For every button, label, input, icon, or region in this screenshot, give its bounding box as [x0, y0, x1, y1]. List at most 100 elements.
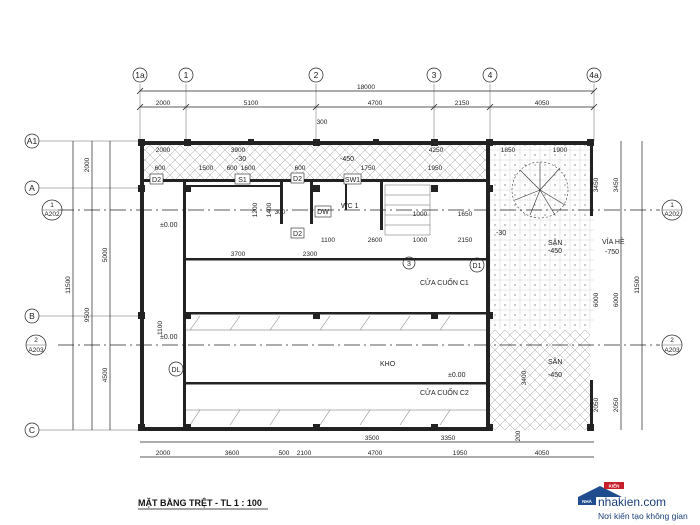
inner-dim: 600 — [155, 165, 166, 172]
level-mark: -450 — [548, 372, 562, 379]
overall-width-dim: 18000 — [357, 84, 375, 91]
nhakien-logo: KIẾN NHÀ nhakien.com Nơi kiến tạo không … — [578, 482, 688, 521]
door-tag: D2 — [152, 177, 161, 184]
overall-depth-dim-right: 11500 — [634, 276, 641, 294]
left-dim: 9500 — [84, 307, 91, 322]
top-dim: 4700 — [368, 100, 383, 107]
bottom-dim: 1950 — [453, 450, 468, 457]
door-tag: D2 — [293, 176, 302, 183]
inner-dim: 1000 — [413, 211, 428, 218]
inner-dim: 1850 — [501, 147, 516, 154]
left-dim: 2000 — [84, 157, 91, 172]
inner-dim: 1500 — [199, 165, 214, 172]
tree-symbol — [511, 161, 569, 219]
bottom-dim: 3600 — [225, 450, 240, 457]
bottom-dim: 2000 — [156, 450, 171, 457]
logo-badge-left: NHÀ — [582, 498, 592, 504]
inner-dim: 600 — [227, 165, 238, 172]
logo-brand: nhakien.com — [598, 495, 666, 509]
grid-label: A — [29, 183, 35, 193]
grid-axis-markers-top: 1a 1 2 3 4 4a — [132, 67, 602, 83]
right-dimension-lines: 11500 3450 6000 2050 — [613, 141, 643, 430]
right-dim: 2050 — [613, 397, 620, 412]
inner-dim: 3700 — [231, 251, 246, 258]
inner-dim: 300 — [275, 209, 286, 216]
door-tag: S1 — [238, 177, 247, 184]
level-marks: -30 -450 ±0.00 -30 -450 -750 ±0.00 ±0.00… — [160, 156, 619, 379]
section-sheet: A203 — [664, 347, 680, 354]
section-number: 1 — [670, 202, 674, 209]
inner-dim: 2150 — [458, 237, 473, 244]
bottom-dim: 4050 — [535, 450, 550, 457]
level-mark: -450 — [340, 156, 354, 163]
inner-dim: 1600 — [241, 165, 256, 172]
right-dim: 3450 — [613, 177, 620, 192]
left-dim: 5000 — [102, 247, 109, 262]
grid-label: C — [29, 425, 35, 435]
inner-dim: 2300 — [303, 251, 318, 258]
door-tag: D2 — [293, 231, 302, 238]
inner-dim: 3400 — [521, 370, 528, 385]
inner-dim: 1950 — [428, 165, 443, 172]
bottom-dimension-lines: 3500 3350 2000 3600 500 2100 4700 1950 4… — [140, 435, 594, 458]
section-number: 2 — [34, 337, 38, 344]
room-number: 3 — [407, 261, 411, 268]
inner-dim: 2050 — [593, 397, 600, 412]
level-mark: -30 — [496, 230, 506, 237]
stair-and-ramp-lines — [186, 184, 486, 426]
inner-dim: 4250 — [429, 147, 444, 154]
right-dim: 6000 — [613, 292, 620, 307]
section-lines — [58, 209, 660, 346]
inner-dim: 1000 — [413, 237, 428, 244]
bottom-dim: 500 — [279, 450, 290, 457]
door-tag: DL — [172, 367, 181, 374]
bottom-dim: 3350 — [441, 435, 456, 442]
inner-dim: 2000 — [156, 147, 171, 154]
drawing-title: MẶT BẰNG TRỆT - TL 1 : 100 — [138, 497, 268, 510]
columns — [138, 139, 594, 431]
inner-dim: 2600 — [368, 237, 383, 244]
logo-badge-top: KIẾN — [609, 483, 620, 489]
grid-label: 2 — [314, 70, 319, 80]
inner-dim: 6000 — [593, 292, 600, 307]
level-mark: ±0.00 — [448, 372, 466, 379]
grid-label: 4 — [488, 70, 493, 80]
section-number: 2 — [670, 337, 674, 344]
room-labels: WC 1 KHO CỬA CUỐN C1 CỬA CUỐN C2 SÂN SÂN… — [341, 203, 625, 397]
top-dim: 2150 — [455, 100, 470, 107]
section-mark-2-right: 2 A203 — [661, 334, 683, 356]
inner-dim: 1650 — [458, 211, 473, 218]
inner-dim: 3450 — [593, 177, 600, 192]
grid-label: A1 — [27, 136, 38, 146]
inner-dim: 1100 — [321, 237, 335, 244]
door-tag: DW — [317, 209, 329, 216]
inner-dim: 200 — [515, 430, 522, 441]
section-sheet: A202 — [664, 211, 680, 218]
section-sheet: A203 — [28, 347, 44, 354]
grid-label: 1a — [135, 70, 145, 80]
bottom-dim: 2100 — [297, 450, 312, 457]
inner-dim: 1100 — [157, 321, 164, 335]
inner-dim: 600 — [295, 165, 306, 172]
section-mark-1-left: 1 A202 — [41, 199, 63, 221]
left-dimension-lines: 11500 2000 5000 9500 4500 — [65, 141, 111, 430]
grid-axis-markers-left: A1 A B C — [24, 133, 140, 438]
room-label-wc: WC 1 — [341, 203, 359, 210]
room-label-rolling-door-c1: CỬA CUỐN C1 — [420, 277, 469, 287]
inner-dim: 300 — [317, 119, 328, 126]
section-number: 1 — [50, 202, 54, 209]
bottom-dim: 3500 — [365, 435, 380, 442]
top-dim: 5100 — [244, 100, 259, 107]
top-dim: 2000 — [156, 100, 171, 107]
inner-dim: 1750 — [361, 165, 376, 172]
section-sheet: A202 — [44, 211, 60, 218]
inner-dim: 1900 — [553, 147, 568, 154]
inner-dim: 3900 — [231, 147, 246, 154]
plan-title: MẶT BẰNG TRỆT - TL 1 : 100 — [138, 497, 262, 508]
room-label-rolling-door-c2: CỬA CUỐN C2 — [420, 387, 469, 397]
level-mark: ±0.00 — [160, 222, 178, 229]
top-dim: 4050 — [535, 100, 550, 107]
left-dim: 4500 — [102, 367, 109, 382]
top-dimension-lines: 18000 2000 5100 4700 2150 4050 — [136, 84, 598, 141]
door-tag: SW1 — [345, 177, 360, 184]
